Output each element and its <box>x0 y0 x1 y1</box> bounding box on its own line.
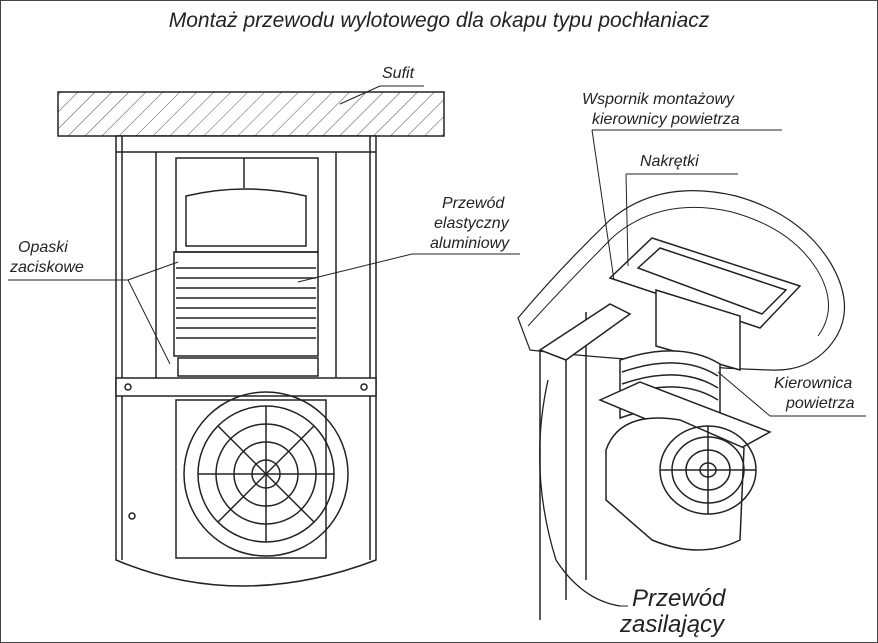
ceiling-slab <box>57 91 445 137</box>
label-zasilajacy-line1: Przewód <box>632 585 726 612</box>
mounting-bar <box>115 377 377 397</box>
label-sufit: Sufit <box>382 65 415 82</box>
label-zasilajacy-line2: zasilający <box>620 611 725 638</box>
hood-body <box>115 135 377 587</box>
label-przewod-line3: aluminiowy <box>430 235 510 252</box>
label-wspornik-line1: Wspornik montażowy <box>582 91 735 108</box>
label-kierownica-line1: Kierownica <box>774 375 853 392</box>
label-przewod-line2: elastyczny <box>434 215 509 232</box>
leader-lines <box>8 85 866 607</box>
air-guide <box>655 288 741 371</box>
fan-housing <box>183 391 349 557</box>
label-opaski-line2: zaciskowe <box>10 259 84 276</box>
right-isometric-view <box>517 190 846 620</box>
label-nakretki: Nakrętki <box>640 153 699 170</box>
label-opaski-line1: Opaski <box>18 239 68 256</box>
left-hood-view <box>57 91 445 587</box>
label-wspornik-line2: kierownicy powietrza <box>592 111 740 128</box>
flexible-duct <box>173 251 319 357</box>
label-kierownica-line2: powietrza <box>786 395 855 412</box>
label-przewod-line1: Przewód <box>442 195 505 212</box>
clamp-band <box>177 357 319 377</box>
diagram-title: Montaż przewodu wylotowego dla okapu typ… <box>168 9 710 32</box>
